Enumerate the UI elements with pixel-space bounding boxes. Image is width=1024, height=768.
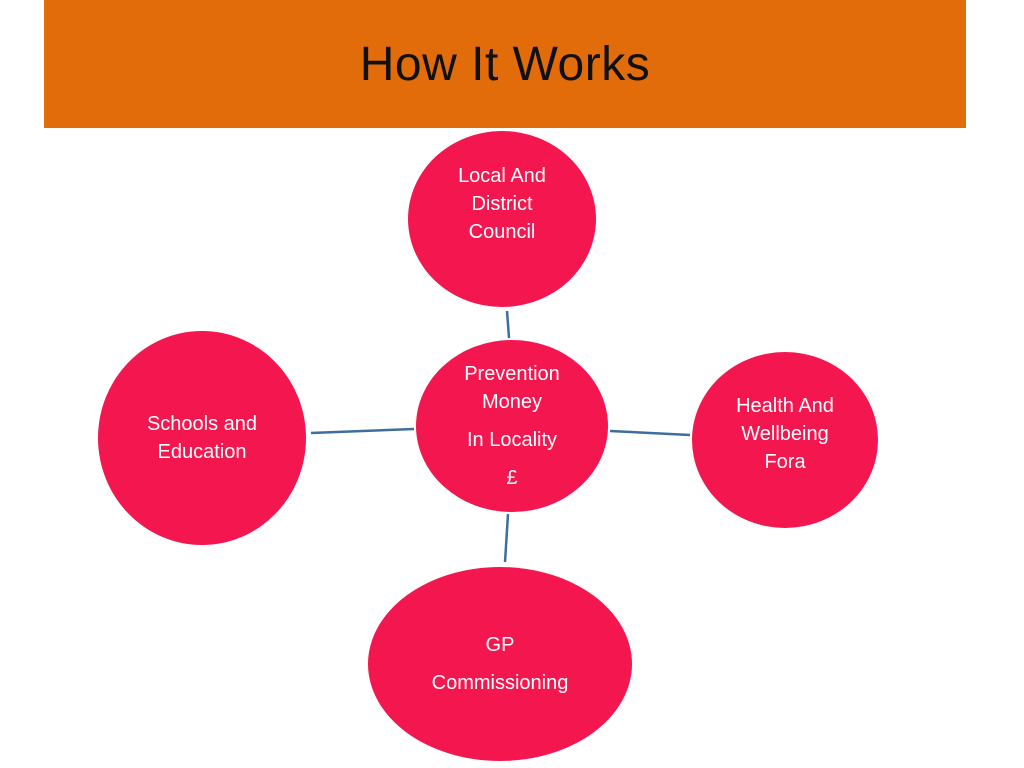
node-label-line: In Locality	[466, 429, 558, 451]
node-label-line: Wellbeing	[741, 423, 829, 445]
title-bar: How It Works	[44, 0, 966, 128]
connector-center-right	[609, 429, 691, 437]
node-label-line: Money	[481, 391, 543, 413]
node-schools-education: Schools and Education	[98, 331, 306, 545]
node-label-line: Health And	[736, 395, 834, 417]
page-title: How It Works	[359, 37, 651, 91]
node-label-line: Fora	[764, 451, 806, 473]
node-label-line: £	[506, 467, 518, 489]
node-local-district-council: Local And District Council	[408, 131, 596, 307]
connector-center-left	[310, 427, 415, 435]
node-label-line: District	[471, 193, 533, 215]
node-health-wellbeing-fora: Health And Wellbeing Fora	[692, 352, 878, 528]
node-label-line: Education	[157, 441, 247, 463]
node-label-line: Commissioning	[431, 672, 569, 694]
node-label-line: Schools and	[146, 413, 258, 435]
node-prevention-money: Prevention Money In Locality £	[416, 340, 608, 512]
node-label-line: Prevention	[464, 363, 560, 385]
node-label-line: GP	[485, 634, 515, 656]
node-gp-commissioning: GP Commissioning	[368, 567, 632, 761]
node-label-line: Local And	[458, 165, 546, 187]
connector-center-bottom	[503, 513, 510, 563]
node-label-line: Council	[468, 221, 536, 243]
connector-center-top	[505, 310, 511, 339]
